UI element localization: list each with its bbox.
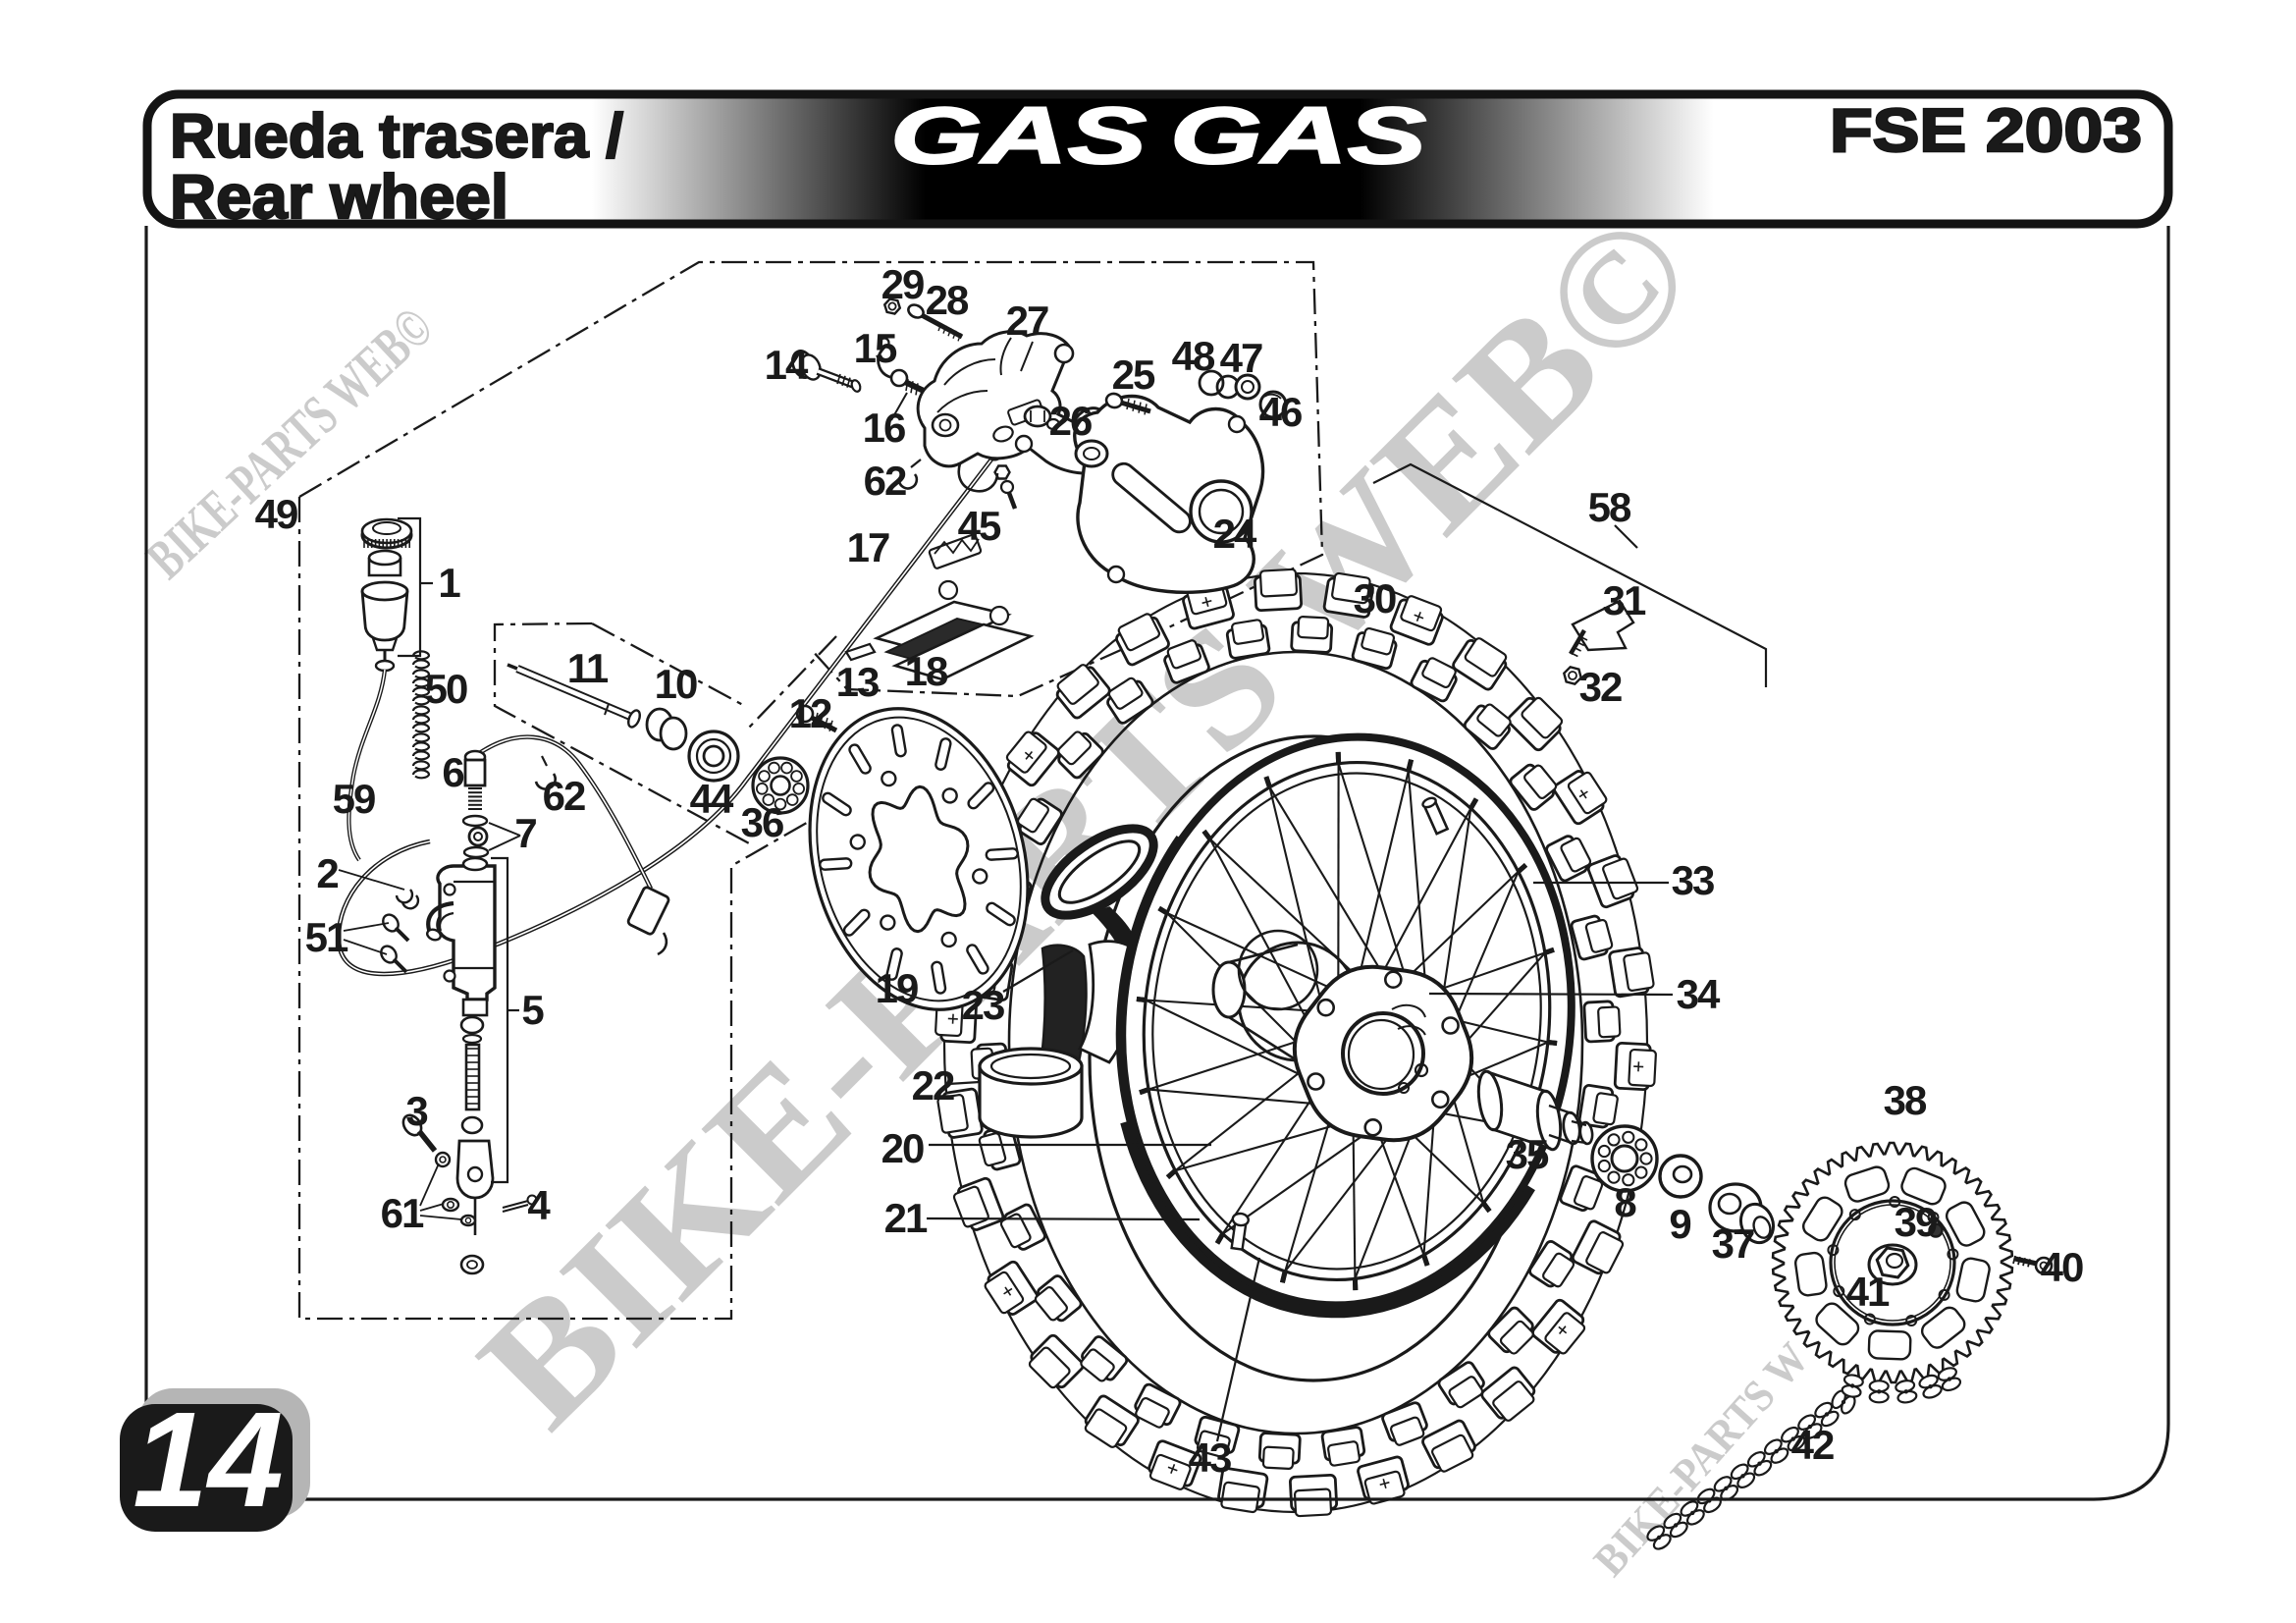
svg-text:47: 47 (1220, 335, 1262, 381)
svg-text:37: 37 (1712, 1220, 1754, 1267)
svg-text:FSE 2003: FSE 2003 (1830, 97, 2142, 165)
svg-text:10: 10 (655, 661, 697, 707)
svg-text:24: 24 (1213, 511, 1257, 557)
svg-text:8: 8 (1614, 1179, 1636, 1225)
svg-text:14: 14 (133, 1384, 284, 1536)
svg-text:23: 23 (962, 982, 1004, 1028)
svg-text:46: 46 (1259, 389, 1302, 435)
svg-text:59: 59 (333, 776, 375, 822)
svg-text:32: 32 (1579, 664, 1622, 710)
svg-text:39: 39 (1895, 1199, 1937, 1245)
svg-text:29: 29 (881, 261, 924, 307)
svg-text:15: 15 (854, 325, 897, 371)
svg-text:35: 35 (1506, 1131, 1549, 1177)
svg-text:3: 3 (405, 1088, 427, 1134)
svg-text:43: 43 (1189, 1434, 1231, 1481)
svg-text:27: 27 (1006, 298, 1048, 344)
svg-text:31: 31 (1603, 577, 1646, 623)
svg-text:41: 41 (1846, 1269, 1890, 1315)
svg-text:9: 9 (1669, 1201, 1690, 1247)
svg-text:28: 28 (926, 277, 969, 323)
svg-text:22: 22 (912, 1062, 954, 1109)
svg-text:49: 49 (255, 491, 297, 537)
svg-text:30: 30 (1354, 575, 1396, 622)
svg-text:12: 12 (789, 690, 831, 736)
svg-text:45: 45 (958, 503, 1001, 549)
svg-text:5: 5 (521, 987, 544, 1033)
svg-text:14: 14 (765, 342, 809, 388)
svg-text:33: 33 (1672, 857, 1714, 903)
svg-text:21: 21 (884, 1195, 928, 1241)
svg-text:6: 6 (442, 749, 463, 795)
svg-text:17: 17 (847, 524, 889, 570)
svg-text:Rear wheel: Rear wheel (170, 163, 508, 232)
svg-text:58: 58 (1588, 484, 1631, 530)
svg-text:20: 20 (881, 1125, 924, 1171)
svg-text:51: 51 (305, 914, 348, 960)
svg-text:61: 61 (381, 1190, 424, 1236)
svg-text:16: 16 (863, 405, 905, 451)
svg-text:38: 38 (1884, 1077, 1927, 1123)
svg-text:42: 42 (1791, 1422, 1834, 1468)
svg-text:18: 18 (905, 648, 948, 694)
svg-text:62: 62 (543, 773, 585, 819)
svg-text:40: 40 (2041, 1244, 2083, 1290)
svg-text:7: 7 (514, 810, 536, 856)
svg-text:19: 19 (876, 965, 918, 1011)
svg-text:GAS GAS: GAS GAS (890, 91, 1426, 181)
svg-text:26: 26 (1049, 398, 1092, 444)
svg-text:48: 48 (1172, 333, 1215, 379)
svg-text:25: 25 (1112, 352, 1155, 398)
svg-text:62: 62 (864, 458, 906, 504)
svg-text:44: 44 (690, 776, 734, 822)
svg-text:4: 4 (527, 1182, 551, 1228)
svg-text:1: 1 (438, 560, 460, 606)
svg-text:34: 34 (1677, 971, 1721, 1017)
svg-text:Rueda trasera /: Rueda trasera / (170, 102, 623, 171)
svg-text:13: 13 (836, 659, 879, 705)
svg-text:11: 11 (567, 645, 609, 691)
svg-text:2: 2 (316, 850, 338, 896)
svg-text:50: 50 (425, 666, 467, 712)
svg-text:36: 36 (741, 799, 783, 845)
